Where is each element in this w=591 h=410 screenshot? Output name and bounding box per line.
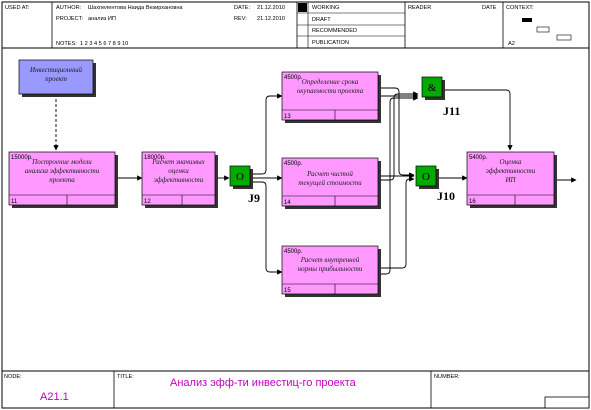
activity-box-label-line: Расчет внутренней xyxy=(300,256,360,264)
date-value: 21.12.2010 xyxy=(257,5,285,11)
junction-j11[interactable]: & J11 xyxy=(421,76,460,118)
footer-node-label: NODE: xyxy=(4,374,22,380)
activity-box-label-line: окупаемости проекта xyxy=(297,87,364,95)
referent-investment-project[interactable]: Инвестиционный проект xyxy=(18,59,96,97)
arrow-j9-to-15[interactable] xyxy=(251,181,283,275)
junction-j9-symbol: O xyxy=(236,171,244,183)
activity-box-label-line: проекта xyxy=(49,176,75,184)
junction-j10-label: J10 xyxy=(437,189,455,203)
activity-box-body xyxy=(281,157,379,207)
activity-box-label-line: эффективности xyxy=(486,167,536,175)
project-label: PROJECT: xyxy=(56,16,83,22)
status-recommended: RECOMMENDED xyxy=(312,28,357,34)
activity-box-body xyxy=(466,151,555,206)
used-at-label: USED AT: xyxy=(5,5,30,11)
activity-box-number: 13 xyxy=(284,114,291,120)
activity-box-number: 11 xyxy=(11,199,18,205)
context-node: A2 xyxy=(508,41,515,47)
junction-j9-label: J9 xyxy=(248,191,260,205)
activity-box-label-line: оценки xyxy=(168,167,189,175)
activity-box-cost: 4500р. xyxy=(284,161,303,167)
activity-box-label-line: ИП xyxy=(504,176,516,184)
arrow-j11-to-16[interactable] xyxy=(444,89,513,151)
arrow-13-to-j10[interactable] xyxy=(378,87,415,178)
junction-j10-fill xyxy=(415,165,437,187)
arrow-15-to-j11[interactable] xyxy=(378,95,419,275)
reader-label: READER xyxy=(408,5,431,11)
footer-title-label: TITLE: xyxy=(117,374,134,380)
activity-box-label-line: эффективности xyxy=(154,176,204,184)
junction-j10[interactable]: O J10 xyxy=(415,165,455,203)
activity-box-number: 12 xyxy=(144,199,151,205)
activity-box-cost: 18000р. xyxy=(144,155,166,161)
author-value: Шахпелентова Наида Везирхановна xyxy=(88,5,183,11)
arrows-layer xyxy=(53,87,577,275)
activity-box-cost: 15000р. xyxy=(11,155,33,161)
junction-j11-label: J11 xyxy=(443,104,460,118)
activity-box-body xyxy=(281,71,379,121)
activity-box-label-line: Расчет чистой xyxy=(306,170,353,178)
activity-box-cost: 5400р. xyxy=(469,155,488,161)
junction-j11-symbol: & xyxy=(428,82,437,94)
activity-box-label-line: Расчет значимых xyxy=(151,158,205,166)
rev-label: REV: xyxy=(234,16,247,22)
activity-box-cost: 4500р. xyxy=(284,75,303,81)
status-draft: DRAFT xyxy=(312,17,331,23)
arrow-14-to-j11[interactable] xyxy=(378,91,419,181)
activity-box-number: 16 xyxy=(469,199,476,205)
status-publication: PUBLICATION xyxy=(312,40,349,46)
activity-box-label-line: нормы прибыльности xyxy=(298,265,363,273)
junction-j9-fill xyxy=(229,165,251,187)
notes-label: NOTES: xyxy=(56,41,77,47)
context-label: CONTEXT: xyxy=(506,5,534,11)
context-thumbnail xyxy=(522,18,572,41)
activity-box-label-line: Построение модели xyxy=(31,158,92,166)
junction-j10-symbol: O xyxy=(422,171,430,183)
author-label: AUTHOR: xyxy=(56,5,82,11)
status-working-marker xyxy=(298,3,307,12)
footer-block: NODE: A21.1 TITLE: Анализ эфф-ти инвести… xyxy=(2,370,590,409)
activity-box-label-line: Оценка xyxy=(500,158,522,166)
activity-box-12[interactable]: 18000р. 12 Расчет значимыхоценкиэффективно… xyxy=(141,151,218,208)
referent-fill xyxy=(18,59,94,95)
referent-line-2: проект xyxy=(45,75,67,83)
reader-date-label: DATE xyxy=(482,5,497,11)
arrow-15-to-j10[interactable] xyxy=(378,176,415,269)
notes-value: 1 2 3 4 5 6 7 8 9 10 xyxy=(80,41,128,47)
activity-box-cost: 4500р. xyxy=(284,249,303,255)
rev-value: 21.12.2010 xyxy=(257,16,285,22)
referent-line-1: Инвестиционный xyxy=(29,66,82,74)
status-working: WORKING xyxy=(312,5,339,11)
junction-j11-fill xyxy=(421,76,443,98)
activity-box-number: 15 xyxy=(284,288,291,294)
footer-node-value: A21.1 xyxy=(40,391,69,403)
junction-j9[interactable]: O J9 xyxy=(229,165,260,205)
footer-title-value: Анализ эфф-ти инвестиц-го проекта xyxy=(170,377,357,389)
activity-box-body xyxy=(141,151,216,206)
date-label: DATE: xyxy=(234,5,251,11)
activity-box-label-line: анализа эффективности xyxy=(25,167,100,175)
activity-box-label-line: текущей стоимости xyxy=(298,179,362,187)
header-block: USED AT: AUTHOR: Шахпелентова Наида Вези… xyxy=(2,2,589,49)
activity-box-body xyxy=(281,245,379,295)
activity-box-number: 14 xyxy=(284,200,291,206)
arrow-j9-to-13[interactable] xyxy=(251,93,283,175)
project-value: анализ ИП xyxy=(88,16,116,22)
footer-number-label: NUMBER: xyxy=(434,374,460,380)
activity-box-body xyxy=(8,151,116,206)
activity-box-label-line: Определение срока xyxy=(302,78,359,86)
